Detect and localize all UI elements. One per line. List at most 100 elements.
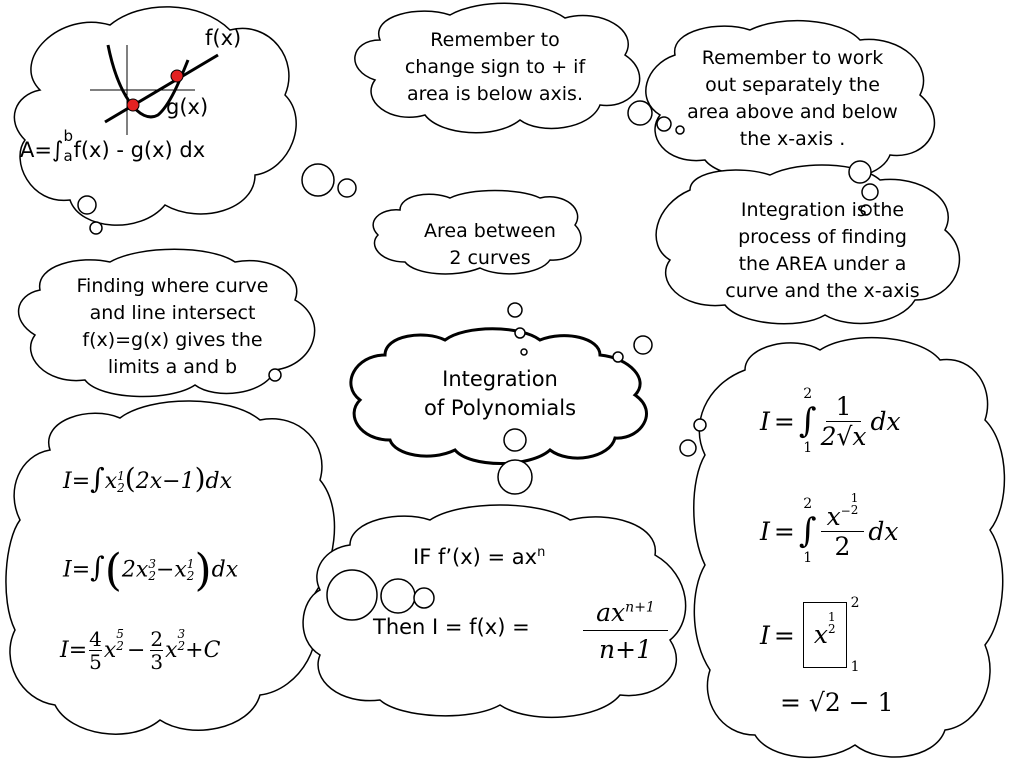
- cloud-sign: [354, 2, 641, 134]
- I-symbol: I: [63, 557, 72, 583]
- bubble-dot: [497, 459, 533, 495]
- center-topic-line: of Polynomials: [423, 396, 577, 420]
- bubble-dot: [301, 163, 335, 197]
- equals-sign: =: [71, 557, 91, 583]
- g-line: [104, 53, 219, 124]
- cloud-definition: [655, 164, 961, 325]
- center-topic: Integration of Polynomials: [400, 365, 600, 423]
- bubble-dot: [503, 428, 527, 452]
- note-line: change sign to + if: [404, 56, 586, 78]
- note-line: limits a and b: [107, 356, 238, 378]
- note-line: Integration is the: [740, 199, 905, 221]
- bubble-dot: [675, 125, 685, 135]
- fraction-denominator: n+1: [599, 635, 652, 664]
- paren-close: ): [194, 545, 212, 596]
- constant-term: +C: [185, 638, 221, 663]
- note-line: process of finding: [738, 226, 907, 248]
- coef-num: 2: [150, 627, 164, 651]
- exp-num: 1: [186, 557, 195, 572]
- intersect-note: Finding where curve and line intersect f…: [50, 273, 295, 381]
- bubble-dot: [514, 327, 526, 339]
- I-symbol: I: [760, 516, 770, 546]
- dx-term: dx: [868, 516, 899, 546]
- x-term: x: [165, 638, 178, 663]
- bubble-dot: [693, 418, 707, 432]
- upper-limit: 2: [803, 386, 813, 402]
- intersection-point: [170, 69, 184, 83]
- coef-den: 3: [150, 650, 164, 674]
- fraction-numerator: 1: [825, 392, 862, 422]
- bubble-dot: [77, 195, 97, 215]
- paren-open: (: [104, 545, 122, 596]
- exp-den: 2: [850, 503, 859, 518]
- area-between-note: Area between 2 curves: [400, 218, 580, 272]
- note-line: out separately the: [705, 74, 880, 96]
- sign-note: Remember to change sign to + if area is …: [385, 27, 605, 108]
- power-rule-fraction: axn+1 n+1: [583, 598, 668, 664]
- bubble-dot: [633, 335, 653, 355]
- bubble-dot: [337, 178, 357, 198]
- intersection-point: [126, 98, 140, 112]
- integral-sign: ∫: [90, 462, 105, 495]
- separately-note: Remember to work out separately the area…: [675, 45, 910, 153]
- upper-limit: 2: [850, 595, 860, 611]
- note-line: Remember to work: [701, 47, 884, 69]
- exp-den: 2: [827, 622, 836, 636]
- fraction-numerator: ax: [596, 598, 626, 627]
- exp-num: 1: [850, 491, 859, 506]
- lower-limit: 1: [850, 659, 860, 675]
- note-line: 2 curves: [449, 247, 531, 269]
- exp-num: 5: [116, 627, 124, 641]
- exp-num: 3: [148, 557, 156, 572]
- bracket-term: 2x−1: [135, 469, 195, 494]
- note-line: Area between: [424, 220, 556, 242]
- exp-den: 2: [117, 480, 125, 495]
- cloud-area-between: [372, 189, 582, 275]
- exp-den: 2: [186, 569, 195, 584]
- note-line: the x-axis .: [739, 128, 846, 150]
- fraction-denominator: 2: [834, 531, 851, 561]
- bubble-dot: [627, 100, 653, 126]
- dx-term: dx: [211, 557, 239, 583]
- I-symbol: I: [60, 638, 69, 663]
- bubble-dot: [612, 351, 624, 363]
- fraction-numerator-exp: n+1: [625, 599, 655, 616]
- cloud-center: [349, 327, 648, 465]
- exp-den: 2: [177, 639, 186, 653]
- integral-sign: ∫: [90, 550, 105, 584]
- cloud-right-example: [693, 336, 1006, 758]
- exp-den: 2: [148, 569, 156, 584]
- center-topic-line: Integration: [442, 367, 558, 391]
- cloud-power-rule: [302, 504, 687, 719]
- bubble-dot: [380, 578, 416, 614]
- lower-limit: 1: [803, 440, 813, 456]
- bubble-dot: [326, 569, 378, 621]
- equals-sign: =: [773, 406, 795, 436]
- note-line: area is below axis.: [407, 83, 583, 105]
- power-rule-if-exp: n: [537, 545, 546, 560]
- area-formula: A=∫ b a f(x) - g(x) dx: [20, 127, 206, 165]
- minus-x-term: −x: [155, 557, 187, 583]
- x-term: x: [103, 638, 117, 663]
- paren-open: (: [124, 462, 136, 495]
- power-rule-then: Then I = f(x) =: [373, 615, 530, 639]
- exp-num: 1: [117, 468, 125, 483]
- lower-limit: a: [63, 147, 73, 165]
- fraction-denominator: 2√x: [820, 421, 867, 451]
- note-line: and line intersect: [89, 302, 256, 324]
- area-formula-body: f(x) - g(x) dx: [73, 138, 206, 162]
- cloud-left-example: [5, 400, 336, 735]
- equals-sign: =: [773, 516, 795, 546]
- right-example-result: = √2 − 1: [780, 688, 894, 717]
- minus-sign: −: [126, 638, 146, 663]
- bubble-dot: [413, 587, 435, 609]
- note-line: Remember to: [430, 29, 560, 51]
- integral-sign: ∫: [798, 511, 817, 551]
- dx-term: dx: [870, 406, 901, 436]
- note-line: f(x)=g(x) gives the: [82, 329, 263, 351]
